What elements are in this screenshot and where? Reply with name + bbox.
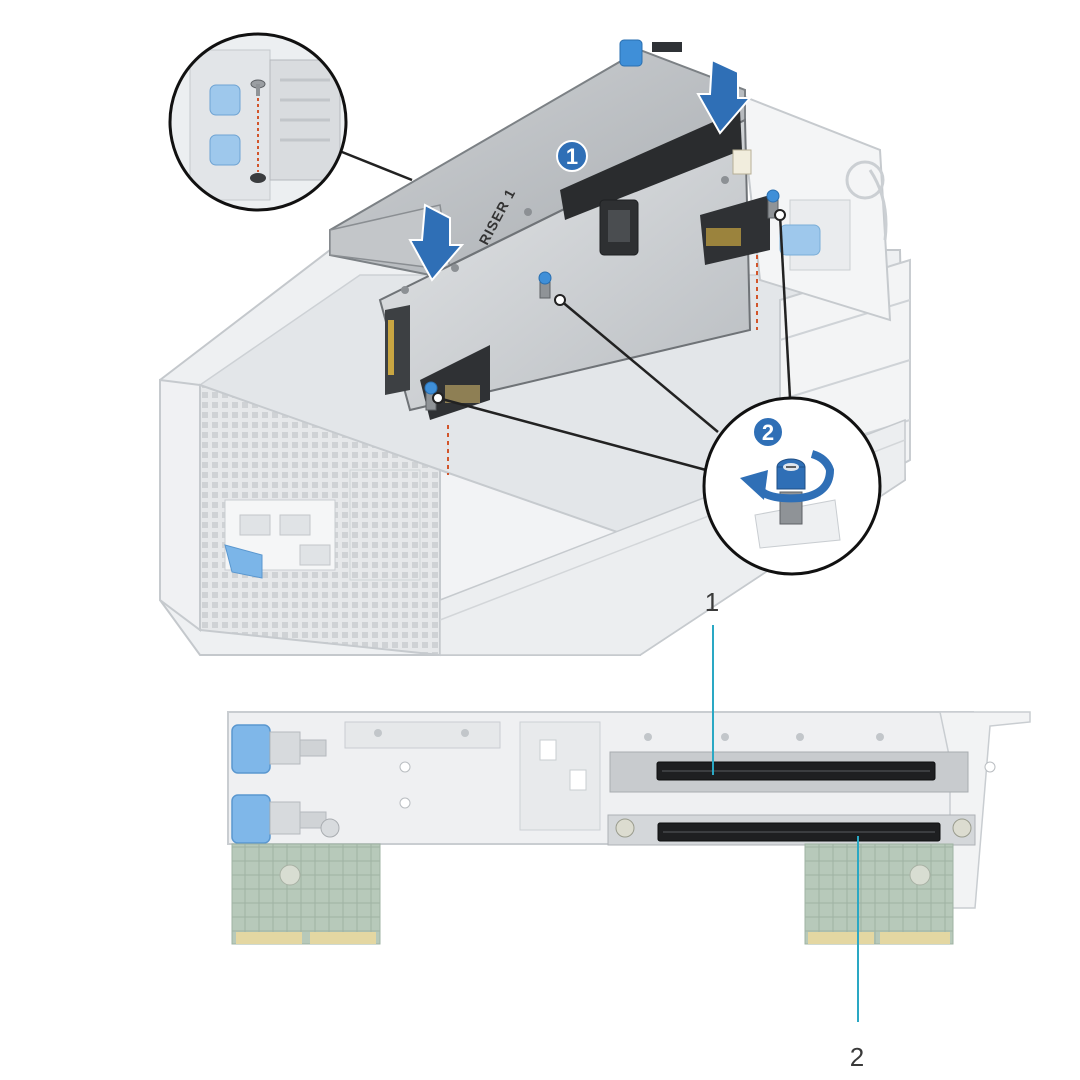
magnifier-circle-icon (168, 32, 348, 212)
callout-2: 2 (850, 1042, 864, 1072)
leader-line (341, 150, 413, 182)
screw-icon (250, 79, 266, 96)
screw-icon (538, 271, 552, 299)
svg-text:1: 1 (566, 144, 578, 169)
riser-card-side-view (227, 711, 1031, 945)
alignment-guides (447, 255, 758, 475)
leader-lines (437, 214, 792, 472)
down-arrow-icon (408, 203, 465, 282)
svg-text:2: 2 (762, 420, 774, 445)
down-arrow-icon (696, 58, 753, 135)
rotate-arrow-icon (740, 450, 835, 503)
step-badge-2: 2 (752, 416, 784, 448)
callout-leaders (712, 625, 859, 1022)
screw-icon (766, 189, 780, 219)
step-badge-1: 1 (556, 140, 588, 172)
magnifier-circle-icon: 2 (702, 396, 882, 576)
callout-1: 1 (705, 587, 719, 617)
riser-cage: RISER 1 (329, 39, 780, 420)
server-chassis (159, 93, 911, 657)
